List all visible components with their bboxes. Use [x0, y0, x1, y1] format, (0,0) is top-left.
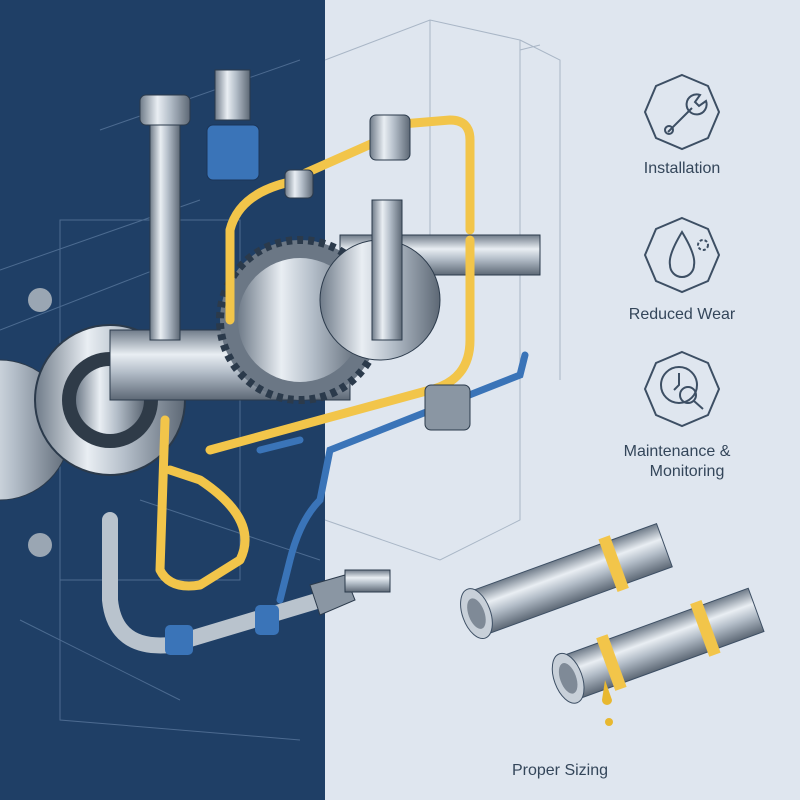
- blue-valve: [206, 124, 260, 181]
- feature-maintenance-label: Maintenance &: [623, 443, 731, 460]
- feature-installation-label: Installation: [643, 160, 721, 177]
- blue-pipes: [256, 351, 529, 604]
- wrench-icon: [643, 73, 721, 151]
- fitting: [424, 384, 471, 431]
- vertical-pipe: [149, 109, 181, 341]
- blueprint-lines-light: [324, 19, 561, 561]
- feature-reduced-wear-label: Reduced Wear: [628, 306, 736, 323]
- feature-monitoring-label: Monitoring: [649, 463, 725, 480]
- oil-drop-gear-icon: [643, 216, 721, 294]
- tube-fittings-icon: [460, 522, 765, 726]
- feature-proper-sizing-label: Proper Sizing: [511, 762, 609, 779]
- nut: [309, 574, 356, 616]
- clock-magnifier-icon: [643, 350, 721, 428]
- blue-clamp: [165, 625, 193, 655]
- oil-drip: [602, 680, 612, 705]
